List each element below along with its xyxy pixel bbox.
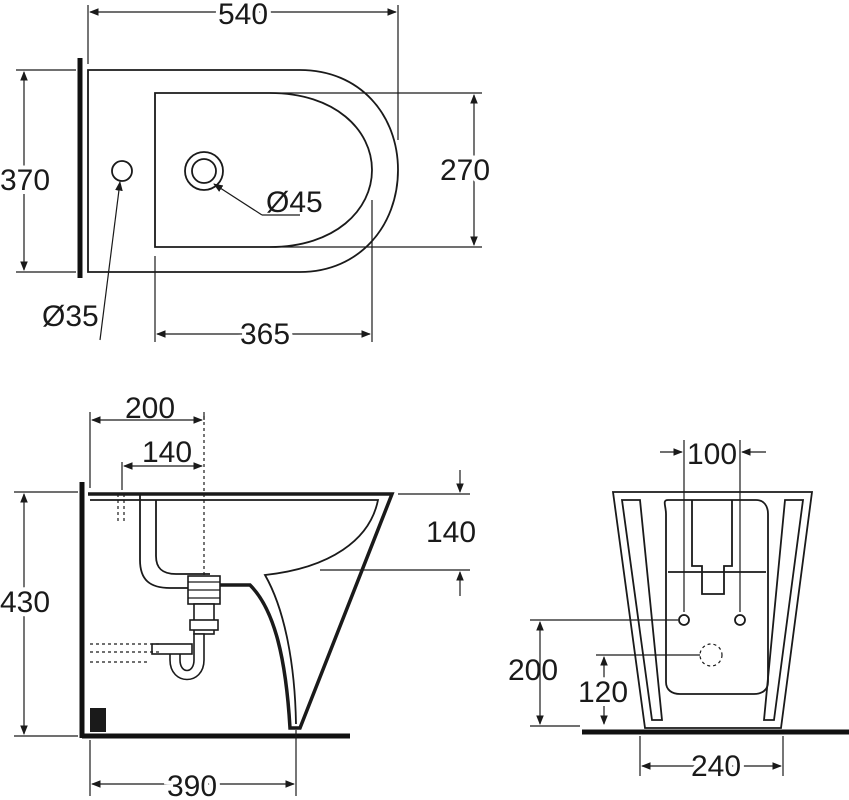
top-view: Ø45 Ø35 540 370 270 365	[0, 0, 494, 355]
wall-fixing-block	[90, 708, 106, 732]
waste-hole-inner-circle	[191, 158, 217, 184]
tap-hole-circle	[111, 160, 133, 182]
bolt-left	[678, 614, 690, 626]
side-body-inner	[90, 499, 380, 725]
side-trap-channel-inner	[155, 500, 210, 575]
waste-nut	[189, 619, 219, 631]
trap-bend	[169, 633, 205, 681]
front-body-inner-right	[763, 499, 805, 721]
tap-hole-leader	[99, 181, 123, 341]
front-body-inner-left	[620, 499, 663, 721]
front-view: 100 200 120 240	[508, 438, 849, 787]
top-bowl-outline	[154, 92, 373, 248]
tap-hole-label: Ø35	[42, 300, 99, 333]
side-body-outer	[88, 492, 395, 730]
inlet-circle	[699, 643, 723, 667]
front-trap-column	[691, 500, 733, 595]
depth-label: 370	[0, 164, 50, 197]
side-view: 200 140 140 430 390	[0, 392, 476, 800]
side-trap-channel	[139, 494, 210, 589]
offset200-label: 200	[125, 392, 175, 425]
bolt-right	[734, 614, 746, 626]
front-body-outer	[611, 491, 814, 729]
bowl-width-label: 365	[240, 318, 290, 351]
bowl-height-label: 140	[426, 516, 476, 549]
total-height-label: 430	[0, 586, 50, 619]
front-cavity	[663, 499, 769, 695]
waste-hole-outer-circle	[184, 151, 224, 191]
base-width-label: 240	[691, 750, 741, 783]
width-label: 540	[218, 0, 268, 31]
bowl-depth-label: 270	[440, 154, 490, 187]
inlet-height-label: 120	[578, 676, 628, 709]
bolt-spacing-label: 100	[687, 438, 737, 471]
waste-hole-label: Ø45	[266, 186, 323, 219]
waste-hole-leader	[213, 183, 263, 216]
offset140-label: 140	[142, 436, 192, 469]
top-outer-outline	[87, 69, 399, 273]
trap-outlet	[151, 643, 193, 655]
base-depth-label: 390	[167, 770, 217, 800]
bolt-height-label: 200	[508, 654, 558, 687]
